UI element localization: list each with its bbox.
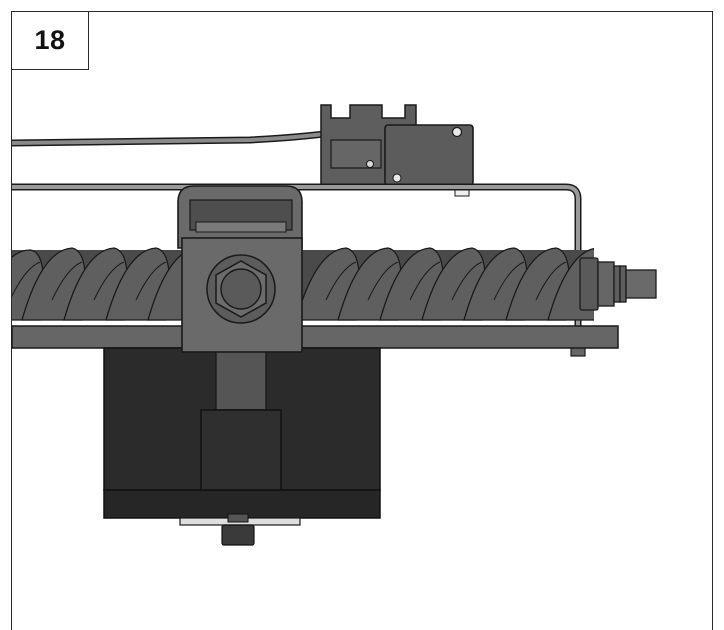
carriage-stem xyxy=(200,343,282,491)
step-number: 18 xyxy=(34,25,66,55)
carriage-nut-icon xyxy=(177,185,303,353)
shaft-end-nut xyxy=(579,257,657,311)
step-number-box: 18 xyxy=(11,11,89,70)
base-plate xyxy=(11,325,619,349)
lead-screw-icon xyxy=(12,247,594,321)
illustration-frame xyxy=(11,11,713,630)
limit-switch-icon xyxy=(320,104,474,197)
